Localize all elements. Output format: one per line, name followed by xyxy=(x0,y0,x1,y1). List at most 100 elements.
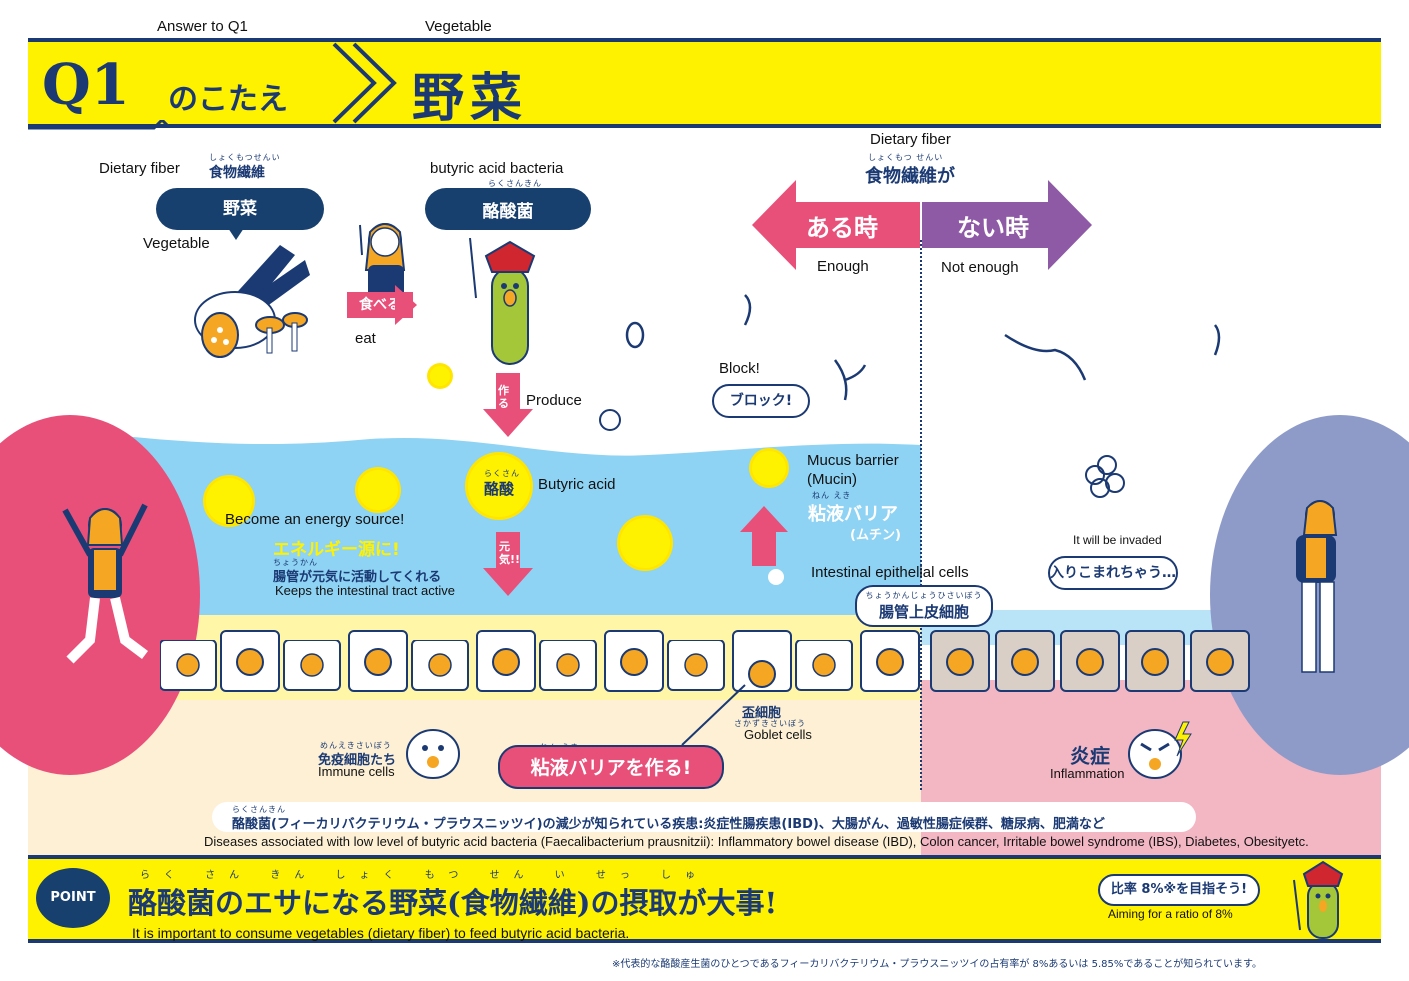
energy-sun xyxy=(620,518,670,568)
damaged-cell xyxy=(1060,630,1120,692)
goblet-jp: 盃細胞 xyxy=(742,706,782,721)
ratio-en: Aiming for a ratio of 8% xyxy=(1108,907,1233,921)
arrow-right-icon xyxy=(395,285,417,325)
dietary-fiber-en: Dietary fiber xyxy=(99,160,180,177)
bacteria-pill: 酪酸菌 xyxy=(425,188,591,230)
bacteria-en: butyric acid bacteria xyxy=(430,160,564,177)
tsukuru-label: 作る xyxy=(498,384,509,410)
footnote: ※代表的な酪酸産生菌のひとつであるフィーカリバクテリウム・プラウスニッツイの占有… xyxy=(612,959,1262,970)
enough-en: Enough xyxy=(817,258,869,275)
bacteria-mascot-icon xyxy=(1293,860,1344,939)
diseases-box xyxy=(212,802,1196,832)
fiber-jp: 食物繊維 xyxy=(209,165,265,181)
q1-title: Q1 xyxy=(42,52,130,118)
right-dietary-fiber-en: Dietary fiber xyxy=(870,131,951,148)
damaged-cell xyxy=(995,630,1055,692)
bacteria-character-icon xyxy=(469,238,536,365)
yasai-pill: 野菜 xyxy=(156,188,324,230)
kotae-text: のこたえ xyxy=(168,82,288,117)
epithelial-cell xyxy=(220,630,280,692)
goblet-en: Goblet cells xyxy=(744,727,812,742)
chevron-right-icon xyxy=(332,42,397,124)
mucus-en1: Mucus barrier xyxy=(807,452,899,469)
mucin-jp: (ムチン) xyxy=(850,528,901,543)
energy-jp: エネルギー源に! xyxy=(273,540,400,560)
invaded-en: It will be invaded xyxy=(1073,533,1162,547)
inflammation-en: Inflammation xyxy=(1050,766,1125,781)
epithelial-cell xyxy=(348,630,408,692)
genki-label: 元気!! xyxy=(499,540,521,566)
nai-label: ない時 xyxy=(957,214,1029,242)
right-fiber-ruby: しょくもつ せんい xyxy=(868,153,944,162)
divider-line xyxy=(920,240,922,790)
epithelial-cell xyxy=(476,630,536,692)
damaged-cell xyxy=(1190,630,1250,692)
produce-arrow xyxy=(483,373,533,437)
mucin-bubble xyxy=(768,569,784,585)
block-bubble: ブロック! xyxy=(712,384,810,418)
mucus-make-pill: 粘液バリアを作る! xyxy=(498,745,724,789)
immune-jp: 免疫細胞たち xyxy=(318,753,397,768)
immune-ruby: めんえきさいぼう xyxy=(320,741,392,750)
diseases-jp: 酪酸菌(フィーカリバクテリウム・プラウスニッツイ)の減少が知られている疾患:炎症… xyxy=(232,817,1105,832)
damaged-cell xyxy=(1125,630,1185,692)
happy-person-icon xyxy=(62,503,148,664)
enshou-jp: 炎症 xyxy=(1070,744,1110,768)
header-band xyxy=(28,38,1381,128)
fiber-ruby: しょくもつせんい xyxy=(209,153,281,162)
epi-en: Intestinal epithelial cells xyxy=(811,564,969,581)
immune-cell-face-icon xyxy=(406,729,460,779)
active-jp: 腸管が元気に活動してくれる xyxy=(273,570,442,585)
block-en: Block! xyxy=(719,360,760,377)
active-en: Keeps the intestinal tract active xyxy=(275,583,455,598)
energy-sun xyxy=(430,366,450,386)
epi-jp: 腸管上皮細胞 xyxy=(878,603,969,621)
mucus-en2: (Mucin) xyxy=(807,471,858,488)
energy-en: Become an energy source! xyxy=(225,511,405,528)
mucus-ruby: ねん えき xyxy=(812,491,852,500)
small-cells xyxy=(160,640,853,691)
butyric-jp: 酪酸 xyxy=(484,480,515,498)
angry-face-icon xyxy=(1128,721,1192,779)
eating-girl-icon xyxy=(359,223,406,305)
mucus-jp: 粘液バリア xyxy=(808,504,898,525)
energy-sun xyxy=(752,451,786,485)
answer-vegetable: 野菜 xyxy=(412,68,529,129)
vegetables-icon xyxy=(194,245,310,358)
produce-en: Produce xyxy=(526,392,582,409)
epi-bubble: ちょうかんじょうひさいぼう 腸管上皮細胞 xyxy=(855,585,993,627)
vegetable-top-label: Vegetable xyxy=(425,18,492,35)
butyric-acid-sun xyxy=(468,455,530,517)
point-ruby: らく さん きん しょく もつ せん い せっ しゅ xyxy=(140,870,710,881)
damaged-cell xyxy=(930,630,990,692)
genki-arrow xyxy=(483,532,533,596)
point-badge: POINT xyxy=(36,868,110,928)
energy-sun xyxy=(206,478,252,524)
epithelial-cell xyxy=(860,630,920,692)
pointer-line xyxy=(681,684,746,746)
header-tab xyxy=(28,120,168,130)
energy-sun xyxy=(358,470,398,510)
eat-en: eat xyxy=(355,330,376,347)
epi-ruby: ちょうかんじょうひさいぼう xyxy=(865,591,983,600)
goblet-cell xyxy=(732,630,792,692)
aru-label: ある時 xyxy=(806,214,878,242)
mucus-up-arrow xyxy=(740,506,788,566)
vegetable-en: Vegetable xyxy=(143,235,210,252)
diseases-ruby: らくさんきん xyxy=(232,805,286,814)
butyric-en: Butyric acid xyxy=(538,476,616,493)
point-en: It is important to consume vegetables (d… xyxy=(132,925,630,941)
bacteria-ruby: らくさんきん xyxy=(488,179,542,188)
butyric-ruby: らくさん xyxy=(484,469,520,478)
immune-en: Immune cells xyxy=(318,764,395,779)
diseases-en: Diseases associated with low level of bu… xyxy=(204,834,1309,849)
pill-tail xyxy=(228,228,244,240)
sad-person-icon xyxy=(1296,500,1338,673)
goblet-ruby: さかずきさいぼう xyxy=(734,719,806,728)
not-enough-en: Not enough xyxy=(941,259,1019,276)
invaded-bubble: 入りこまれちゃう… xyxy=(1048,556,1178,590)
enough-notenough-arrows xyxy=(752,180,1092,270)
epithelial-cell xyxy=(604,630,664,692)
answer-label: Answer to Q1 xyxy=(157,18,248,35)
right-fiber-ga: 食物繊維が xyxy=(865,166,955,187)
